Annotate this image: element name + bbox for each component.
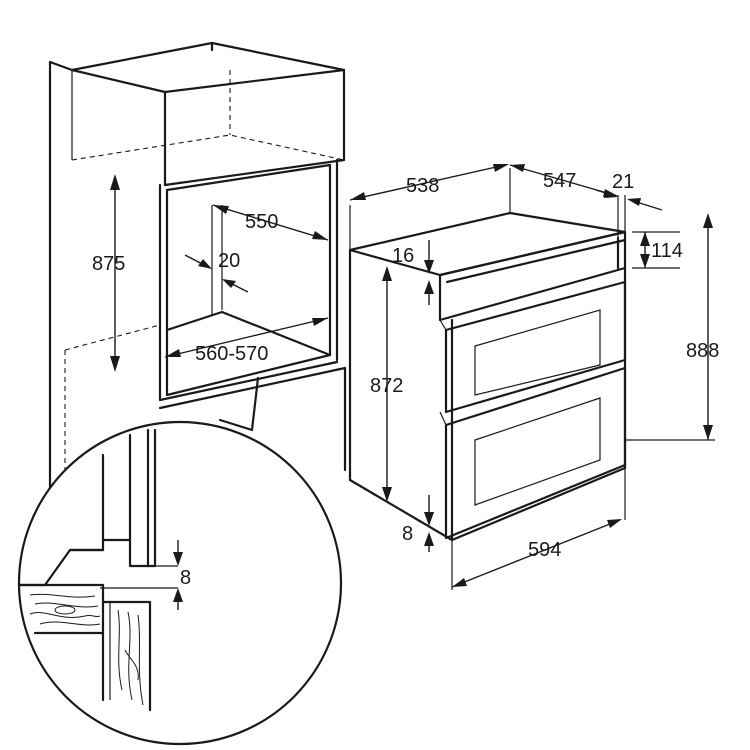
total-height-label: 888 [686,340,719,362]
top-offset-label: 16 [392,245,414,267]
niche-depth-dimension: 550 [212,204,329,241]
cabinet [48,41,347,502]
body-height-dimension: 872 [370,266,403,502]
bottom-offset-dimension: 8 [402,495,434,552]
niche-depth-label: 550 [245,211,278,233]
oven-depth-label: 538 [406,175,439,197]
niche-gap-label: 20 [218,250,240,272]
front-depth-dimension: 21 [595,171,663,211]
panel-height-label: 114 [651,240,683,262]
niche-height-dimension: 875 [92,174,125,372]
panel-height-dimension: 114 [640,232,683,268]
detail-gap-label: 8 [180,567,191,589]
oven-body-depth-label: 547 [543,170,576,192]
niche-height-label: 875 [92,253,125,275]
top-offset-dimension: 16 [392,240,434,305]
body-height-label: 872 [370,375,403,397]
callout-pointer [218,376,260,432]
oven-width-label: 594 [528,539,561,561]
detail-circle: 8 [17,420,343,746]
front-depth-label: 21 [612,171,634,193]
detail-gap-dimension: 8 [173,540,191,610]
oven-depth-dimension: 538 [349,164,509,201]
oven-width-dimension: 594 [451,519,622,588]
niche-gap-dimension: 20 [184,250,249,293]
niche-width-dimension: 560-570 [164,317,329,365]
niche-width-label: 560-570 [195,343,268,365]
bottom-offset-label: 8 [402,523,413,545]
total-height-dimension: 888 [686,213,719,440]
